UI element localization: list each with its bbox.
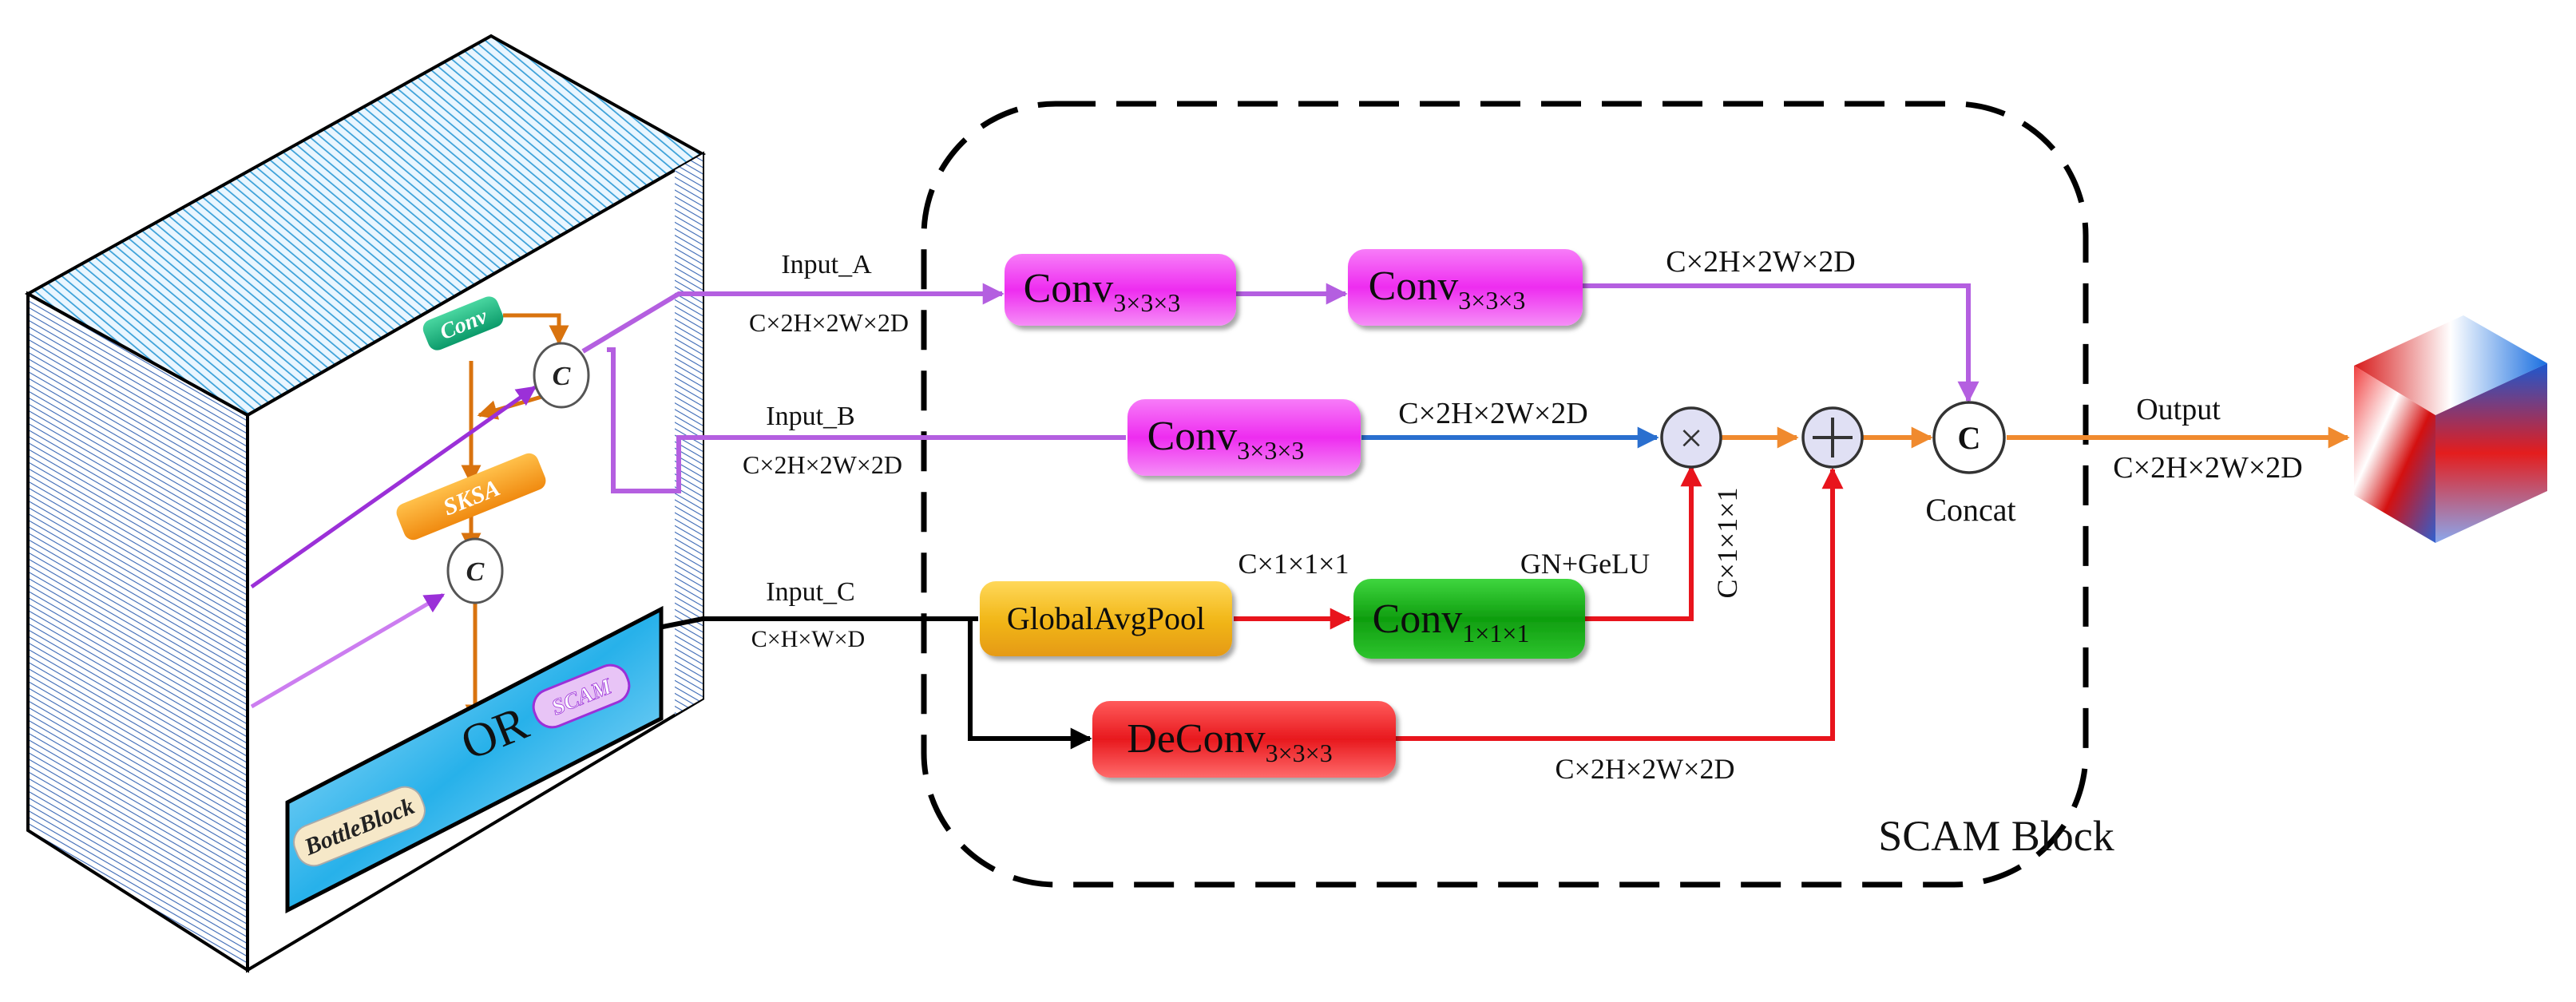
output-cube-side [2435, 363, 2547, 543]
input-a-line [581, 283, 1005, 354]
conv-c-node: Conv1×1×1 [1353, 579, 1585, 659]
deconv-out-dims: C×2H×2W×2D [1556, 753, 1735, 785]
left-violet-arrow-2 [250, 592, 446, 709]
svg-text:DeConv3×3×3: DeConv3×3×3 [1127, 716, 1332, 767]
deconv-to-add-line [1396, 467, 1844, 741]
left-concat-circle-2: C [446, 537, 504, 604]
left-block-left-face [26, 291, 249, 973]
input-c-branch-line [968, 619, 1092, 750]
global-avg-pool-node: GlobalAvgPool [980, 581, 1232, 656]
b-out-dims: C×2H×2W×2D [1398, 397, 1587, 430]
output-cube [2354, 315, 2547, 543]
left-violet-arrow-1 [250, 385, 537, 589]
svg-text:Conv1×1×1: Conv1×1×1 [1373, 596, 1530, 648]
svg-text:C: C [466, 557, 485, 587]
input-c-dims: C×H×W×D [751, 626, 865, 652]
multiply-icon: × [1679, 416, 1702, 461]
input-a-label: Input_A [781, 250, 872, 279]
left-block: Conv C SKSA C BottleBlock OR SCAM [24, 34, 707, 973]
add-node [1801, 406, 1864, 469]
conv-b-node: Conv3×3×3 [1127, 399, 1361, 476]
svg-text:C: C [553, 362, 571, 391]
conv-a1-node: Conv3×3×3 [1005, 254, 1236, 326]
left-conv-to-c-arrow [503, 313, 569, 346]
svg-text:C: C [1958, 420, 1981, 456]
scam-block-border [921, 101, 2089, 888]
vertical-dims: C×1×1×1 [1711, 488, 1743, 599]
svg-text:Conv3×3×3: Conv3×3×3 [1369, 263, 1526, 315]
left-concat-circle-1: C [533, 342, 590, 409]
conv-c-to-multiply-line [1585, 465, 1702, 621]
concat-node: C [1932, 401, 2006, 474]
scam-block-title: SCAM Block [1878, 812, 2114, 860]
output-label: Output [2136, 393, 2221, 426]
input-b-dims: C×2H×2W×2D [743, 450, 902, 479]
input-a-dims: C×2H×2W×2D [749, 308, 909, 337]
input-c-label: Input_C [766, 577, 854, 607]
gn-gelu-label: GN+GeLU [1520, 548, 1650, 580]
input-c-line [662, 616, 978, 629]
left-sksa-pill: SKSA [396, 453, 546, 541]
output-cube-front [2354, 366, 2435, 543]
svg-text:Conv3×3×3: Conv3×3×3 [1147, 414, 1305, 465]
svg-text:GlobalAvgPool: GlobalAvgPool [1007, 600, 1205, 636]
concat-label: Concat [1925, 492, 2015, 528]
a-out-dims: C×2H×2W×2D [1666, 245, 1855, 279]
deconv-node: DeConv3×3×3 [1092, 701, 1396, 778]
conv-a2-to-concat-line [1583, 283, 1980, 403]
conv-a2-node: Conv3×3×3 [1348, 249, 1583, 326]
input-b-line [607, 347, 1126, 493]
output-dims: C×2H×2W×2D [2113, 451, 2302, 485]
svg-text:Conv3×3×3: Conv3×3×3 [1024, 266, 1181, 317]
output-cube-top [2354, 315, 2547, 415]
input-b-label: Input_B [766, 402, 854, 431]
gap-out-dims: C×1×1×1 [1238, 548, 1349, 580]
multiply-node: × [1660, 406, 1722, 469]
